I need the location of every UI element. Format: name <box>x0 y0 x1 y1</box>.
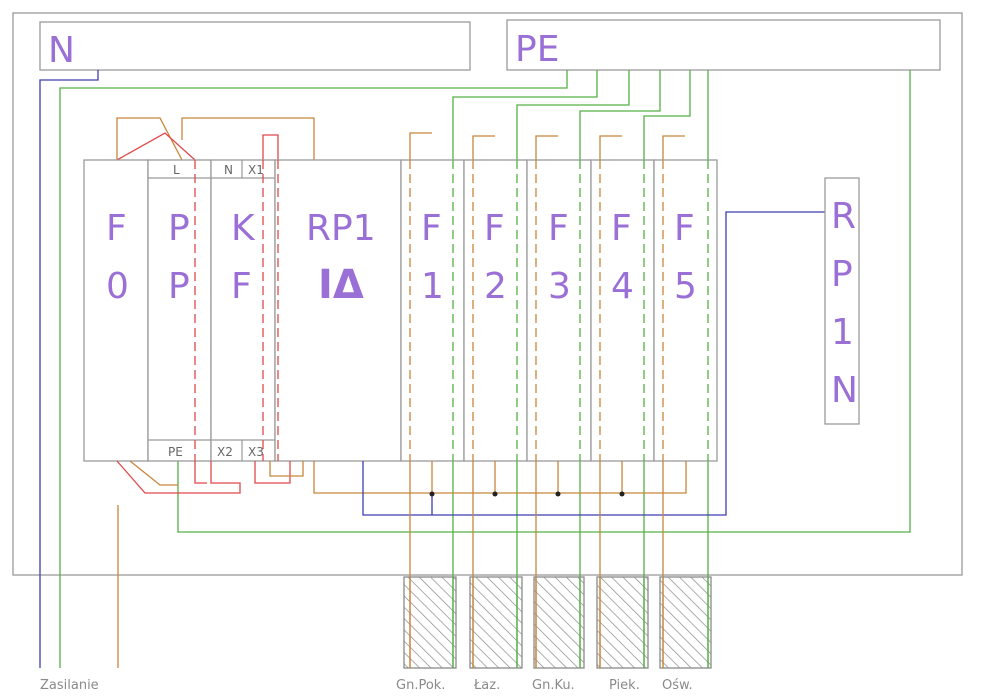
label-pp-1: P <box>168 208 190 249</box>
label-pp-2: P <box>168 266 190 307</box>
module-pp <box>147 159 212 462</box>
module-f5 <box>653 159 718 462</box>
wire-top-live-a <box>116 132 196 161</box>
kf-terminal-x2: X2 <box>217 445 233 459</box>
wire-bottom-live-1 <box>116 460 241 494</box>
feed-f3 <box>535 135 558 160</box>
feed-f5 <box>662 135 685 160</box>
feed-f1 <box>409 132 432 160</box>
pp-terminal-l: L <box>173 163 180 177</box>
cable-gland-3 <box>533 576 585 669</box>
wire-bottom-phase-bus <box>313 461 687 494</box>
cable-gland-4 <box>596 576 649 669</box>
junction-dot-4 <box>619 491 625 497</box>
kf-terminal-x1: X1 <box>248 163 264 177</box>
label-f5-1: F <box>674 208 695 249</box>
pp-terminal-pe: PE <box>168 445 183 459</box>
label-f2-1: F <box>484 208 505 249</box>
n-busbar-label: N <box>48 30 75 71</box>
wire-bottom-live-2 <box>194 461 207 484</box>
wire-bottom-phase-left <box>129 460 178 486</box>
junction-dot-2 <box>492 491 498 497</box>
label-kf-2: F <box>231 266 252 307</box>
pe-busbar-label: PE <box>515 29 559 70</box>
label-rp1-2: IΔ <box>318 262 364 308</box>
rp1n-labels: RP 1N <box>831 196 858 411</box>
junction-dot-1 <box>429 491 435 497</box>
module-rp1n <box>824 177 860 425</box>
label-circuit-5: Ośw. <box>662 678 693 693</box>
label-f5-2: 5 <box>674 266 697 307</box>
label-f0-1: F <box>106 208 127 249</box>
label-rp1n-char-1: R <box>831 196 856 237</box>
wire-neutral-bus <box>362 211 825 516</box>
label-f1-1: F <box>421 208 442 249</box>
label-circuit-1: Gn.Pok. <box>396 678 445 693</box>
label-f4-1: F <box>611 208 632 249</box>
label-f4-2: 4 <box>611 266 634 307</box>
label-circuit-4: Piek. <box>609 678 640 693</box>
label-f2-2: 2 <box>484 266 507 307</box>
cable-gland-5 <box>659 576 712 669</box>
label-rp1-1: RP1 <box>306 208 376 249</box>
feed-f4 <box>599 135 622 160</box>
label-kf-1: K <box>231 208 256 249</box>
gland-wires <box>409 577 709 668</box>
cable-gland-2 <box>469 576 523 669</box>
kf-terminal-n: N <box>224 163 233 177</box>
label-f3-1: F <box>548 208 569 249</box>
label-circuit-3: Gn.Ku. <box>532 678 575 693</box>
label-rp1n-char-2: P <box>831 254 853 295</box>
label-f1-2: 1 <box>421 266 444 307</box>
kf-terminal-x3: X3 <box>248 445 264 459</box>
wire-supply-neutral <box>39 70 99 668</box>
wire-pe-return <box>177 70 911 533</box>
label-rp1n-char-4: N <box>831 370 858 411</box>
module-f3 <box>526 159 592 462</box>
n-busbar <box>39 21 471 71</box>
label-f3-2: 3 <box>548 266 571 307</box>
junction-dot-3 <box>555 491 561 497</box>
enclosure-frame <box>12 12 963 576</box>
label-rp1n-char-3: 1 <box>831 312 854 353</box>
module-f0 <box>83 159 149 462</box>
feed-f2 <box>472 135 495 160</box>
wire-bottom-phase-f0 <box>269 461 304 477</box>
module-rp1 <box>274 159 402 462</box>
wire-supply-earth <box>59 70 568 668</box>
cable-gland-1 <box>403 576 457 669</box>
wire-top-bridge-right <box>181 117 315 160</box>
module-kf <box>210 159 276 462</box>
label-supply: Zasilanie <box>40 678 99 693</box>
label-circuit-2: Łaz. <box>473 678 500 693</box>
wire-bottom-live-3 <box>254 461 291 484</box>
label-f0-2: 0 <box>106 266 129 307</box>
wire-top-live-b <box>262 134 279 160</box>
pe-busbar <box>506 19 941 71</box>
